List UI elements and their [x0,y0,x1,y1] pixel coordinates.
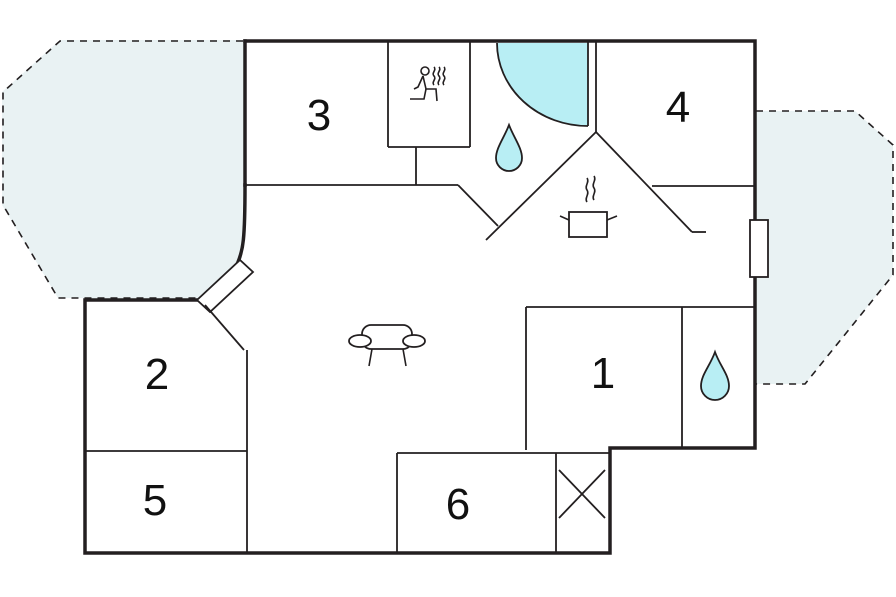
terrace-left [2,40,245,300]
water-drop-icon [495,122,523,172]
room-6-label: 6 [446,480,470,529]
room-3-label: 3 [307,91,331,140]
storage-cross-icon [558,469,606,519]
water-drop-icon [700,349,730,401]
room-1-label: 1 [591,349,615,398]
room-2-label: 2 [145,350,169,399]
inner-walls [85,41,755,553]
sofa-icon [348,324,426,367]
sauna-icon [410,66,446,102]
room-5-label: 5 [143,476,167,525]
terrace-right [756,110,894,385]
entrance-door [195,258,255,314]
cooking-pot-icon [559,175,618,238]
outer-wall [83,39,757,555]
room-4-label: 4 [666,83,690,132]
window [749,219,769,278]
water-pool [497,43,588,126]
